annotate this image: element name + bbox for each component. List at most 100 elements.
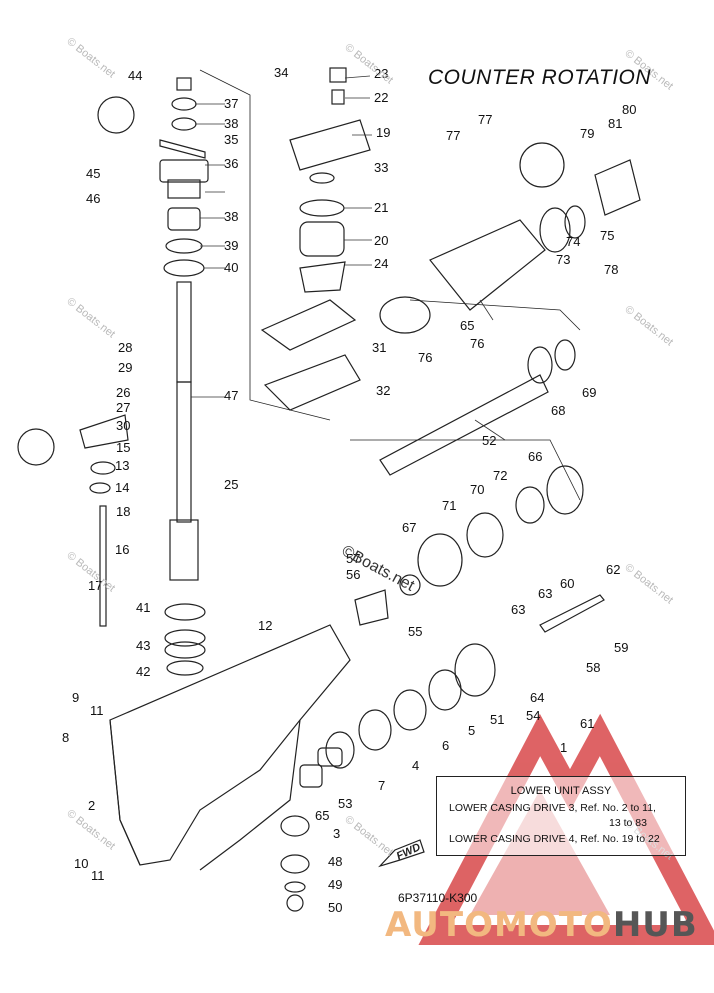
- callout-56: 56: [346, 567, 360, 582]
- reference-box: LOWER UNIT ASSY LOWER CASING DRIVE 3, Re…: [436, 776, 686, 856]
- callout-9: 9: [72, 690, 79, 705]
- callout-1: 1: [560, 740, 567, 755]
- callout-41: 41: [136, 600, 150, 615]
- logo-part1: AUTOMOTO: [385, 905, 613, 945]
- callout-24: 24: [374, 256, 388, 271]
- leader-lines: [191, 75, 506, 441]
- callout-55: 55: [408, 624, 422, 639]
- callout-2: 2: [88, 798, 95, 813]
- callout-49: 49: [328, 877, 342, 892]
- callout-74: 74: [566, 234, 580, 249]
- callout-16: 16: [115, 542, 129, 557]
- callout-3: 3: [333, 826, 340, 841]
- callout-69: 69: [582, 385, 596, 400]
- callout-43: 43: [136, 638, 150, 653]
- callout-38: 38: [224, 116, 238, 131]
- diagram-title: COUNTER ROTATION: [428, 66, 652, 89]
- callout-42: 42: [136, 664, 150, 679]
- callout-66: 66: [528, 449, 542, 464]
- callout-22: 22: [374, 90, 388, 105]
- callout-39: 39: [224, 238, 238, 253]
- callout-40: 40: [224, 260, 238, 275]
- callout-48: 48: [328, 854, 342, 869]
- logo: AUTOMOTOHUB: [385, 905, 698, 945]
- callout-81: 81: [608, 116, 622, 131]
- callout-33: 33: [374, 160, 388, 175]
- callout-67: 67: [402, 520, 416, 535]
- callout-59: 59: [614, 640, 628, 655]
- callout-30: 30: [116, 418, 130, 433]
- callout-72: 72: [493, 468, 507, 483]
- callout-63: 63: [511, 602, 525, 617]
- callout-51: 51: [490, 712, 504, 727]
- callout-31: 31: [372, 340, 386, 355]
- catalog-number: 6P37110-K300: [398, 891, 478, 905]
- callout-29: 29: [118, 360, 132, 375]
- callout-65: 65: [460, 318, 474, 333]
- callout-37: 37: [224, 96, 238, 111]
- callout-79: 79: [580, 126, 594, 141]
- callout-18: 18: [116, 504, 130, 519]
- callout-44: 44: [128, 68, 142, 83]
- callout-60: 60: [560, 576, 574, 591]
- reference-line: 13 to 83: [609, 817, 647, 829]
- callout-25: 25: [224, 477, 238, 492]
- logo-part2: HUB: [612, 905, 698, 945]
- callout-76: 76: [470, 336, 484, 351]
- callout-14: 14: [115, 480, 129, 495]
- callout-71: 71: [442, 498, 456, 513]
- part-outlines: [17, 67, 641, 912]
- callout-8: 8: [62, 730, 69, 745]
- callout-45: 45: [86, 166, 100, 181]
- callout-54: 54: [526, 708, 540, 723]
- callout-21: 21: [374, 200, 388, 215]
- callout-4: 4: [412, 758, 419, 773]
- callout-46: 46: [86, 191, 100, 206]
- callout-73: 73: [556, 252, 570, 267]
- callout-63: 63: [538, 586, 552, 601]
- callout-36: 36: [224, 156, 238, 171]
- reference-heading: LOWER UNIT ASSY: [510, 785, 612, 797]
- callout-19: 19: [376, 125, 390, 140]
- callout-34: 34: [274, 65, 288, 80]
- callout-77: 77: [446, 128, 460, 143]
- callout-80: 80: [622, 102, 636, 117]
- callout-70: 70: [470, 482, 484, 497]
- callout-77: 77: [478, 112, 492, 127]
- callout-68: 68: [551, 403, 565, 418]
- reference-line: LOWER CASING DRIVE 4, Ref. No. 19 to 22: [449, 833, 660, 845]
- callout-32: 32: [376, 383, 390, 398]
- callout-27: 27: [116, 400, 130, 415]
- callout-35: 35: [224, 132, 238, 147]
- callout-26: 26: [116, 385, 130, 400]
- callout-78: 78: [604, 262, 618, 277]
- callout-53: 53: [338, 796, 352, 811]
- callout-38: 38: [224, 209, 238, 224]
- callout-61: 61: [580, 716, 594, 731]
- callout-28: 28: [118, 340, 132, 355]
- callout-7: 7: [378, 778, 385, 793]
- callout-62: 62: [606, 562, 620, 577]
- callout-52: 52: [482, 433, 496, 448]
- callout-57: 57: [346, 551, 360, 566]
- callout-13: 13: [115, 458, 129, 473]
- callout-11: 11: [90, 703, 104, 718]
- callout-50: 50: [328, 900, 342, 915]
- callout-11: 11: [91, 868, 105, 883]
- callout-5: 5: [468, 723, 475, 738]
- callout-12: 12: [258, 618, 272, 633]
- callout-64: 64: [530, 690, 544, 705]
- callout-65: 65: [315, 808, 329, 823]
- callout-10: 10: [74, 856, 88, 871]
- callout-20: 20: [374, 233, 388, 248]
- callout-23: 23: [374, 66, 388, 81]
- callout-6: 6: [442, 738, 449, 753]
- callout-75: 75: [600, 228, 614, 243]
- callout-76: 76: [418, 350, 432, 365]
- callout-15: 15: [116, 440, 130, 455]
- callout-17: 17: [88, 578, 102, 593]
- callout-numbers: 1234567891011111213141516171819202122232…: [62, 65, 636, 915]
- callout-47: 47: [224, 388, 238, 403]
- callout-58: 58: [586, 660, 600, 675]
